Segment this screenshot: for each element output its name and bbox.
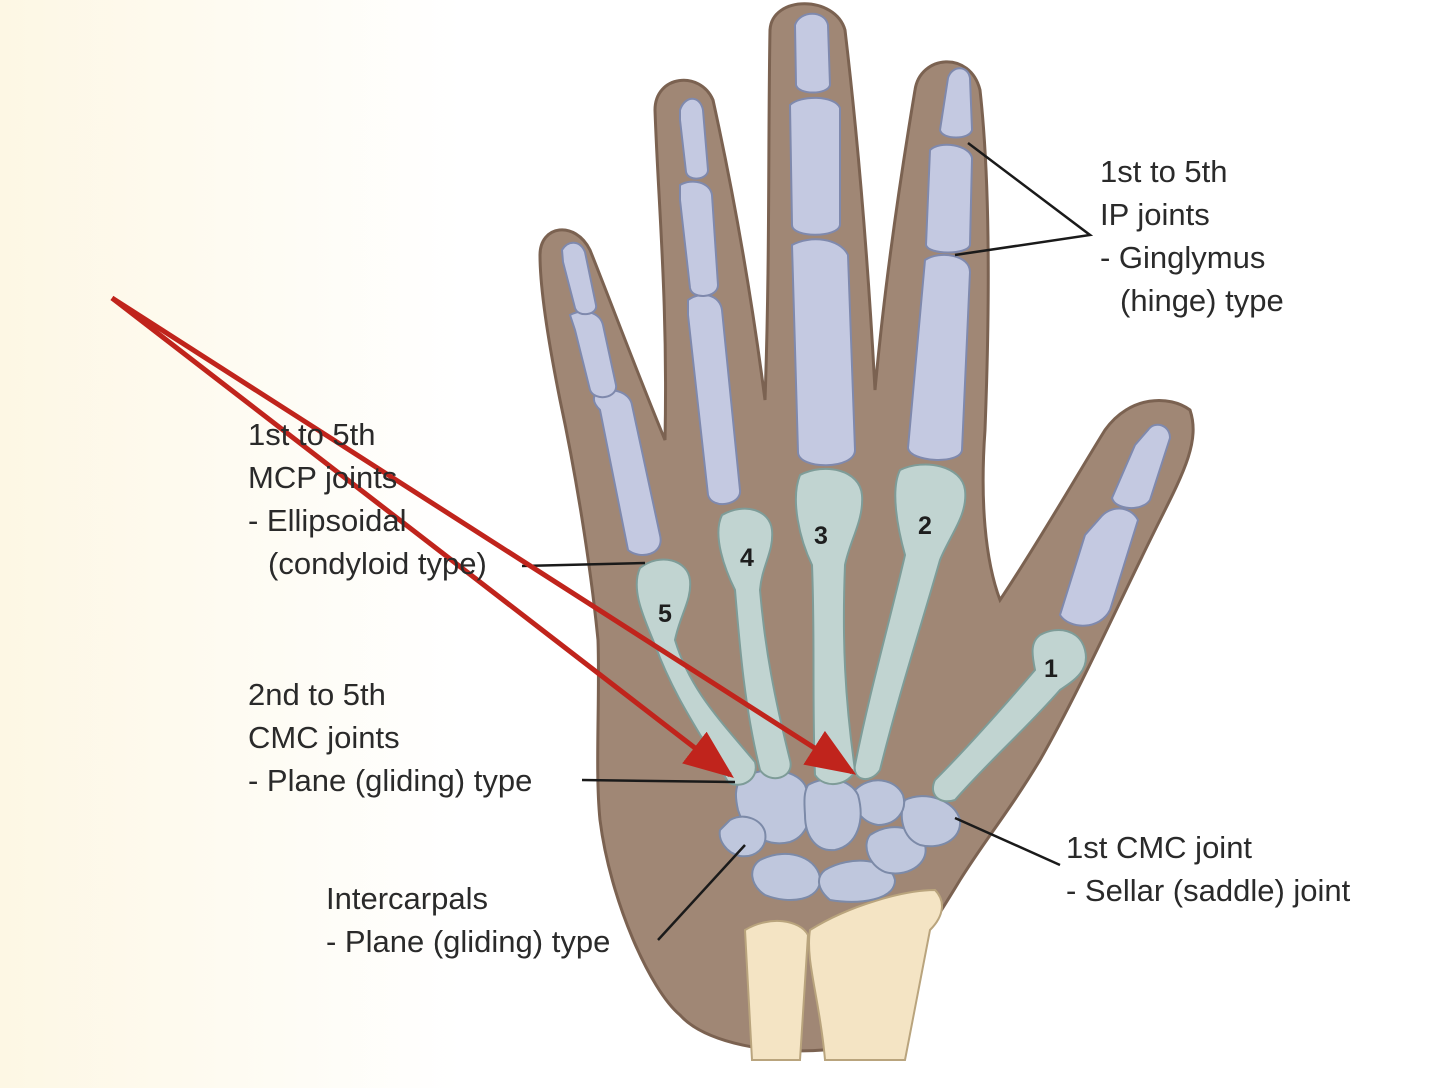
intercarpals-leader (657, 844, 746, 941)
cmc-1-line-2: - Sellar (saddle) joint (1066, 873, 1351, 908)
cmc-2-5-line-3: - Plane (gliding) type (248, 763, 533, 798)
red-arrow-to-cmc-3 (110, 295, 857, 775)
ip-joints-line-2: IP joints (1100, 197, 1210, 232)
ip-joints-leader (954, 142, 1094, 257)
red-arrow-to-cmc-5 (110, 296, 734, 779)
cmc-2-5-line-2: CMC joints (248, 720, 400, 755)
ip-joints-line-1: 1st to 5th (1100, 154, 1228, 189)
metacarpal-number-2: 2 (918, 512, 932, 540)
intercarpals-line-2: - Plane (gliding) type (326, 924, 611, 959)
cmc-2-5-joints-label: 2nd to 5th CMC joints - Plane (gliding) … (248, 673, 532, 802)
mcp-joints-leader (521, 561, 646, 568)
carpal-bones (718, 769, 962, 903)
intercarpals-label: Intercarpals - Plane (gliding) type (326, 877, 610, 963)
cmc-2-5-line-1: 2nd to 5th (248, 677, 386, 712)
metacarpal-number-5: 5 (658, 600, 672, 628)
ip-joints-label: 1st to 5th IP joints - Ginglymus (hinge)… (1100, 150, 1284, 322)
intercarpals-line-1: Intercarpals (326, 881, 488, 916)
mcp-joints-line-3: - Ellipsoidal (248, 503, 407, 538)
mcp-joints-label: 1st to 5th MCP joints - Ellipsoidal (con… (248, 413, 487, 585)
radius-bone (808, 888, 943, 1061)
metacarpal-numbers: 1 2 3 4 5 (658, 512, 1058, 683)
mcp-joints-line-4: (condyloid type) (268, 546, 487, 581)
annotation-arrows (110, 295, 857, 779)
cmc-1-joint-label: 1st CMC joint - Sellar (saddle) joint (1066, 826, 1350, 912)
ip-joints-line-3: - Ginglymus (1100, 240, 1266, 275)
metacarpal-bones (635, 463, 1087, 803)
metacarpal-number-4: 4 (740, 544, 754, 572)
mcp-joints-line-1: 1st to 5th (248, 417, 376, 452)
ulna-bone (743, 919, 810, 1061)
ip-joints-line-4: (hinge) type (1120, 283, 1284, 318)
metacarpal-number-1: 1 (1044, 655, 1058, 683)
metacarpal-number-3: 3 (814, 522, 828, 550)
cmc-1-line-1: 1st CMC joint (1066, 830, 1253, 865)
phalanx-bones (560, 12, 1172, 627)
leader-lines (521, 142, 1094, 941)
mcp-joints-line-2: MCP joints (248, 460, 398, 495)
cmc-2-5-leader (581, 778, 736, 784)
cmc-1-leader (954, 816, 1061, 867)
